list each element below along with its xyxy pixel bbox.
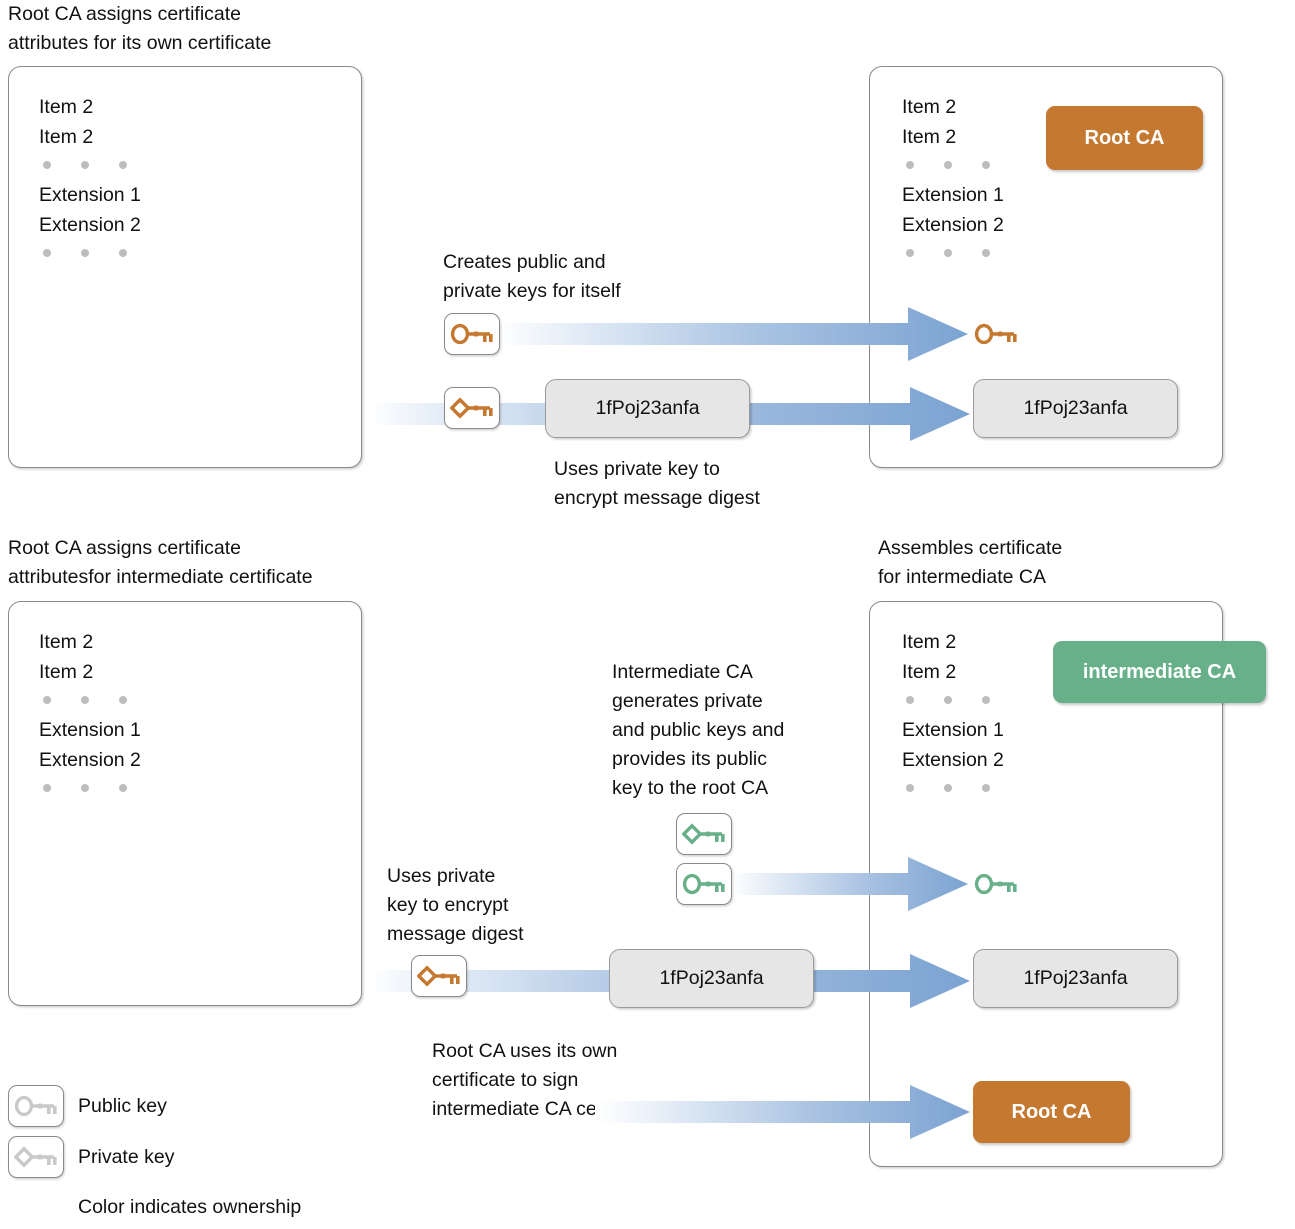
- legend-item-public-key: Public key: [8, 1085, 167, 1127]
- section2-public-key-arrow: [730, 855, 968, 913]
- inter-public-key-dest-icon: [968, 863, 1024, 905]
- section1-annotation-creates-keys: Creates public and private keys for itse…: [443, 251, 621, 302]
- ellipsis-dots: [902, 687, 1004, 715]
- ellipsis-dots: [902, 240, 1004, 268]
- section2-annotation-intermediate-generates: Intermediate CA generates private and pu…: [612, 661, 785, 799]
- legend-item-private-key: Private key: [8, 1136, 174, 1178]
- section1-owner-badge: Root CA: [1046, 106, 1203, 170]
- root-private-key-icon: [444, 387, 500, 429]
- section1-left-caption: Root CA assigns certificate attributes f…: [8, 3, 272, 54]
- cert-line: Extension 1: [39, 719, 141, 741]
- digest-text: 1fPoj23anfa: [595, 397, 700, 419]
- section2-left-certificate: Item 2 Item 2 Extension 1 Extension 2: [8, 601, 362, 1006]
- cert-line: Extension 2: [39, 749, 141, 771]
- legend-label: Private key: [78, 1145, 175, 1168]
- section1-annotation-uses-private-key: Uses private key to encrypt message dige…: [554, 458, 760, 509]
- ellipsis-dots: [902, 152, 1004, 180]
- ellipsis-dots: [39, 240, 141, 268]
- section2-digest-source: 1fPoj23anfa: [609, 949, 814, 1008]
- ellipsis-dots: [39, 775, 141, 803]
- section2-signing-badge: Root CA: [973, 1081, 1130, 1143]
- section2-owner-badge: intermediate CA: [1053, 641, 1266, 703]
- cert-line: Item 2: [39, 631, 94, 653]
- cert-line: Item 2: [902, 631, 957, 653]
- section2-left-caption: Root CA assigns certificate attributesfo…: [8, 537, 313, 588]
- section2-right-caption: Assembles certificate for intermediate C…: [878, 537, 1063, 588]
- root-private-key-2-icon: [411, 955, 467, 997]
- cert-line: Item 2: [902, 661, 957, 683]
- cert-line: Item 2: [902, 126, 957, 148]
- cert-line: Extension 2: [902, 214, 1004, 236]
- cert-line: Item 2: [902, 96, 957, 118]
- cert-line: Extension 1: [902, 184, 1004, 206]
- inter-public-key-source-icon: [676, 863, 732, 905]
- legend-public-key-icon: [8, 1085, 64, 1127]
- inter-private-key-icon: [676, 813, 732, 855]
- legend-footnote: Color indicates ownership: [78, 1196, 302, 1218]
- section2-annotation-uses-private-key: Uses private key to encrypt message dige…: [387, 865, 524, 945]
- section1-left-certificate: Item 2 Item 2 Extension 1 Extension 2: [8, 66, 362, 468]
- cert-line: Item 2: [39, 96, 94, 118]
- section1-public-key-arrow: [498, 305, 968, 363]
- owner-badge-label: Root CA: [1011, 1100, 1092, 1123]
- legend-label: Public key: [78, 1094, 167, 1117]
- digest-text: 1fPoj23anfa: [1023, 967, 1128, 989]
- owner-badge-label: intermediate CA: [1082, 660, 1237, 683]
- cert-line: Item 2: [39, 661, 94, 683]
- cert-line: Extension 2: [39, 214, 141, 236]
- cert-line: Item 2: [39, 126, 94, 148]
- section2-signing-arrow: [595, 1083, 970, 1141]
- ellipsis-dots: [39, 152, 141, 180]
- ellipsis-dots: [39, 687, 141, 715]
- section1-digest-source: 1fPoj23anfa: [545, 379, 750, 438]
- legend-private-key-icon: [8, 1136, 64, 1178]
- section2-digest-dest: 1fPoj23anfa: [973, 949, 1178, 1008]
- digest-text: 1fPoj23anfa: [1023, 397, 1128, 419]
- section1-digest-dest: 1fPoj23anfa: [973, 379, 1178, 438]
- owner-badge-label: Root CA: [1084, 126, 1165, 149]
- root-public-key-source-icon: [444, 313, 500, 355]
- ellipsis-dots: [902, 775, 1004, 803]
- cert-line: Extension 1: [902, 719, 1004, 741]
- cert-line: Extension 1: [39, 184, 141, 206]
- root-public-key-dest-icon: [968, 313, 1024, 355]
- cert-line: Extension 2: [902, 749, 1004, 771]
- digest-text: 1fPoj23anfa: [659, 967, 764, 989]
